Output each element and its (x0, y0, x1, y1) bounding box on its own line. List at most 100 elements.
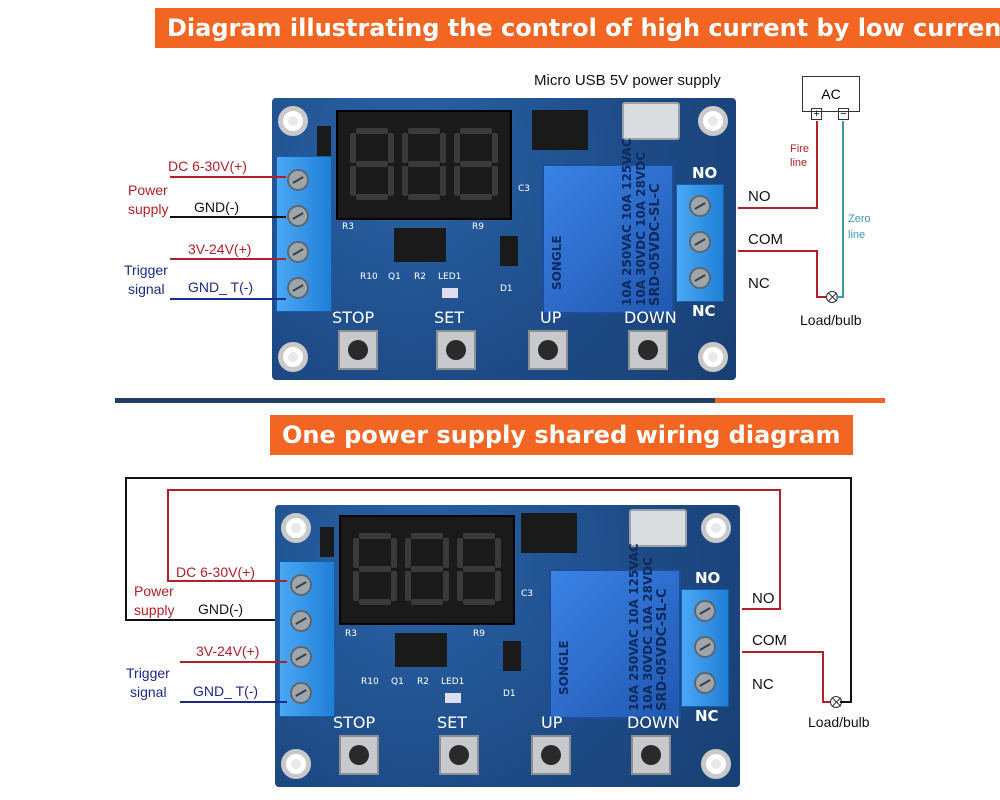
mounting-hole (698, 106, 728, 136)
label-power-bottom-2: supply (134, 602, 175, 618)
wire-gnd-t-top (170, 298, 286, 300)
input-terminal-block (279, 561, 335, 717)
button-label-set: SET (437, 713, 468, 732)
label-zero-1: Zero (848, 213, 871, 225)
label-load-top: Load/bulb (800, 312, 862, 328)
relay-brand: SONGLE (550, 235, 564, 290)
silk-q1: Q1 (388, 272, 401, 282)
set-button[interactable] (436, 330, 476, 370)
wire-bulb-left-top (816, 296, 828, 298)
display-digit (353, 533, 397, 605)
wire-dc-in-top (170, 176, 286, 178)
wire-no-top (738, 207, 818, 209)
relay-brand: SONGLE (557, 640, 571, 695)
silk-r2: R2 (417, 677, 429, 687)
relay: SONGLE 10A 250VAC 10A 125VAC 10A 30VDC 1… (549, 543, 681, 719)
pcb-label-no: NO (692, 164, 718, 182)
screw-no[interactable] (689, 195, 711, 217)
label-trigger-bottom-1: Trigger (126, 665, 170, 681)
ac-minus-terminal: − (838, 108, 849, 120)
wire-com-top (738, 250, 818, 252)
label-fire-1: Fire (790, 143, 809, 155)
label-trigger-v-bottom: 3V-24V(+) (196, 643, 260, 659)
wire-outer-red-top (167, 489, 781, 491)
display-digit (454, 128, 498, 200)
wire-bulb-right-bottom (840, 701, 852, 703)
micro-usb-port (622, 102, 680, 140)
screw-gnd[interactable] (287, 205, 309, 227)
mounting-hole (281, 513, 311, 543)
wire-trigger-bottom (180, 661, 287, 663)
micro-usb-port (629, 509, 687, 547)
input-terminal-block (276, 156, 332, 312)
screw-dc-in[interactable] (287, 169, 309, 191)
display-digit (402, 128, 446, 200)
mounting-hole (278, 106, 308, 136)
mounting-hole (701, 749, 731, 779)
screw-trigger[interactable] (287, 241, 309, 263)
ac-source-box: AC (802, 76, 860, 112)
wire-gnd-t-bottom (180, 701, 287, 703)
wire-outer-black-gnd (125, 619, 287, 621)
label-no-top: NO (748, 188, 771, 205)
screw-com[interactable] (689, 231, 711, 253)
label-power-bottom-1: Power (134, 583, 174, 599)
screw-nc[interactable] (694, 672, 716, 694)
silk-c3: C3 (521, 589, 534, 599)
label-gnd-t-top: GND_ T(-) (188, 279, 254, 295)
diode (317, 126, 331, 156)
wire-com-down-top (816, 250, 818, 296)
seven-segment-display (336, 110, 512, 220)
silk-r10: R10 (360, 272, 378, 282)
mounting-hole (701, 513, 731, 543)
up-button[interactable] (528, 330, 568, 370)
screw-trigger[interactable] (290, 646, 312, 668)
wire-dc-in-bottom (167, 580, 287, 582)
screw-gnd-t[interactable] (290, 682, 312, 704)
output-terminal-block (681, 589, 729, 707)
set-button[interactable] (439, 735, 479, 775)
screw-gnd[interactable] (290, 610, 312, 632)
screw-gnd-t[interactable] (287, 277, 309, 299)
label-nc-bottom: NC (752, 676, 774, 693)
display-digit (350, 128, 394, 200)
label-fire-2: line (790, 157, 808, 169)
label-load-bottom: Load/bulb (808, 714, 870, 730)
up-button[interactable] (531, 735, 571, 775)
silk-led1: LED1 (438, 272, 462, 282)
silk-r9: R9 (473, 629, 485, 639)
button-label-down: DOWN (627, 713, 680, 732)
relay-rating-1: 10A 250VAC 10A 125VAC (627, 543, 641, 711)
down-button[interactable] (631, 735, 671, 775)
silk-d1: D1 (500, 284, 513, 294)
silk-led1: LED1 (441, 677, 465, 687)
button-label-up: UP (541, 713, 563, 732)
relay-module-board-top: C3 SONGLE 10A 250VAC 10A 125VAC 10A 30VD… (272, 98, 736, 380)
pcb-label-nc: NC (692, 302, 716, 320)
silk-r10: R10 (361, 677, 379, 687)
stop-button[interactable] (339, 735, 379, 775)
diode-d1 (500, 236, 518, 266)
wire-no-bottom (742, 608, 781, 610)
label-gnd-top: GND(-) (194, 199, 240, 215)
screw-dc-in[interactable] (290, 574, 312, 596)
down-button[interactable] (628, 330, 668, 370)
screw-nc[interactable] (689, 267, 711, 289)
label-nc-top: NC (748, 275, 770, 292)
wire-com-down-bottom (822, 651, 824, 703)
mounting-hole (278, 342, 308, 372)
button-label-stop: STOP (332, 308, 375, 327)
silk-d1: D1 (503, 689, 516, 699)
section-divider-dark (115, 398, 715, 403)
screw-no[interactable] (694, 600, 716, 622)
label-trigger-bottom-2: signal (130, 684, 167, 700)
silk-r9: R9 (472, 222, 484, 232)
silk-c3: C3 (518, 184, 531, 194)
screw-com[interactable] (694, 636, 716, 658)
stop-button[interactable] (338, 330, 378, 370)
silk-q1: Q1 (391, 677, 404, 687)
diode (320, 527, 334, 557)
label-com-top: COM (748, 231, 783, 248)
optocoupler-chip (395, 633, 447, 667)
button-label-set: SET (434, 308, 465, 327)
